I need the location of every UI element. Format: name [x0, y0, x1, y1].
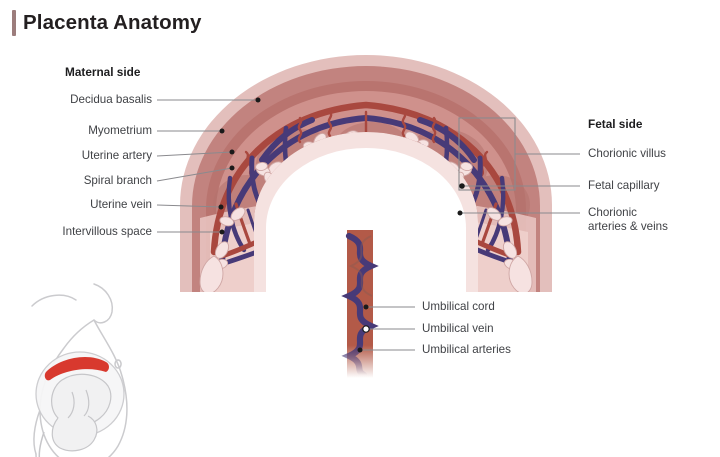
- label-umbilical-cord: Umbilical cord: [422, 300, 495, 313]
- inset-fetus-limb-2: [83, 389, 90, 417]
- label-chorionic-villus: Chorionic villus: [588, 147, 666, 160]
- label-spiral-branch: Spiral branch: [83, 174, 152, 187]
- fetal-side-heading: Fetal side: [588, 117, 643, 131]
- label-intervillous-space: Intervillous space: [62, 225, 152, 238]
- leader-uterine-vein: [156, 204, 222, 208]
- umbilical-cord-group: [341, 230, 379, 379]
- pregnant-torso-inset: [31, 283, 128, 457]
- page-title: Placenta Anatomy: [12, 10, 202, 36]
- label-uterine-vein: Uterine vein: [90, 198, 152, 211]
- maternal-side-heading: Maternal side: [65, 65, 141, 79]
- inset-fetus-limb-1: [67, 391, 75, 419]
- inset-navel: [114, 359, 122, 369]
- inset-fetus-head: [51, 373, 112, 427]
- dot-umbilical-cord: [363, 304, 369, 310]
- leader-uterine-artery: [156, 151, 233, 157]
- title-accent-bar: [12, 10, 16, 36]
- label-fetal-capillary: Fetal capillary: [588, 179, 660, 192]
- dot-uterine-artery: [229, 149, 235, 155]
- inset-back-line: [33, 409, 41, 455]
- dot-uterine-vein: [218, 204, 224, 210]
- inset-abdomen: [39, 319, 128, 457]
- label-chorionic-vessels-line2: arteries & veins: [588, 219, 668, 233]
- dot-intervillous-space: [219, 229, 225, 235]
- uterine-artery-arc: [210, 101, 522, 256]
- dot-fetal-capillary: [459, 183, 465, 189]
- label-chorionic-vessels: Chorionic arteries & veins: [588, 206, 668, 233]
- vein-weave-right: [417, 117, 477, 163]
- umbilical-vein-spiral: [341, 232, 379, 379]
- page-title-text: Placenta Anatomy: [23, 11, 202, 34]
- label-decidua-basalis: Decidua basalis: [70, 93, 152, 106]
- label-uterine-artery: Uterine artery: [81, 149, 152, 162]
- umbilical-artery-spiral: [348, 235, 373, 297]
- label-umbilical-vein: Umbilical vein: [422, 322, 494, 335]
- inset-breast: [93, 283, 114, 324]
- label-myometrium: Myometrium: [88, 124, 152, 137]
- dot-chorionic-vessels: [457, 210, 463, 216]
- inset-placenta-highlight: [44, 357, 109, 381]
- dot-umbilical-vein: [362, 325, 370, 333]
- inset-chest-line: [31, 294, 77, 307]
- dot-spiral-branch: [229, 165, 235, 171]
- leader-lines: [156, 99, 580, 351]
- dot-myometrium: [219, 128, 225, 134]
- label-umbilical-arteries: Umbilical arteries: [422, 343, 511, 356]
- dot-decidua-basalis: [255, 97, 261, 103]
- label-chorionic-vessels-line1: Chorionic: [588, 206, 637, 219]
- inset-cervix: [38, 431, 45, 457]
- dot-umbilical-arteries: [357, 347, 363, 353]
- inset-fetus-body: [51, 415, 98, 452]
- leader-spiral-branch: [156, 167, 233, 182]
- leader-dots: [218, 97, 465, 353]
